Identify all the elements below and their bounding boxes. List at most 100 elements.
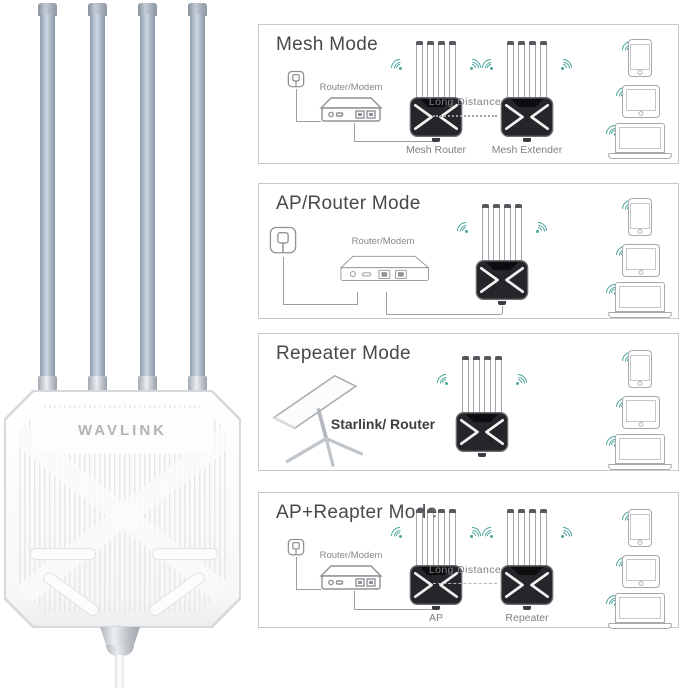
antenna-shaft bbox=[90, 14, 105, 378]
panel-ap-repeater-mode: AP+Reapter Mode Router/Modem bbox=[258, 492, 679, 631]
ap-device-icon bbox=[433, 356, 531, 457]
wire bbox=[386, 292, 387, 314]
groove-slot bbox=[30, 548, 96, 560]
wifi-waves-icon bbox=[459, 53, 487, 81]
power-cable bbox=[115, 655, 124, 688]
panel-mesh-mode: Mesh Mode Router/Modem bbox=[258, 24, 679, 164]
tablet-icon bbox=[622, 85, 660, 118]
phone-icon bbox=[628, 39, 652, 77]
device-b-label: Mesh Extender bbox=[491, 144, 563, 156]
antenna-shaft bbox=[40, 14, 55, 378]
link-label: Long Distance bbox=[428, 564, 502, 576]
ap-device-icon bbox=[387, 509, 485, 610]
groove-slot bbox=[152, 548, 218, 560]
wire bbox=[295, 589, 321, 590]
wifi-waves-icon bbox=[476, 521, 504, 549]
tablet-icon bbox=[622, 555, 660, 588]
router-modem-label: Router/Modem bbox=[319, 550, 383, 561]
ap-device-icon bbox=[478, 41, 576, 142]
laptop-icon bbox=[608, 434, 672, 470]
long-distance-link bbox=[433, 115, 497, 117]
phone-icon bbox=[628, 198, 652, 236]
wire bbox=[386, 314, 502, 315]
panel-title: Repeater Mode bbox=[276, 343, 411, 364]
wire bbox=[295, 557, 297, 589]
wifi-waves-icon bbox=[476, 53, 504, 81]
wifi-waves-icon bbox=[385, 53, 413, 81]
wire bbox=[354, 141, 436, 142]
ap-device-icon bbox=[387, 41, 485, 142]
wire bbox=[354, 123, 355, 141]
antenna-connector bbox=[188, 376, 207, 391]
antenna-cap bbox=[188, 3, 207, 16]
router-modem-label: Router/Modem bbox=[319, 82, 383, 93]
wall-plug-icon bbox=[287, 70, 305, 88]
starlink-dish-icon bbox=[272, 374, 364, 467]
wire bbox=[282, 304, 358, 305]
ap-device-icon bbox=[478, 509, 576, 610]
phone-icon bbox=[628, 350, 652, 388]
cable-gland-dome bbox=[106, 645, 134, 656]
logo-plate bbox=[34, 408, 213, 454]
wifi-waves-icon bbox=[451, 216, 479, 244]
antenna-cap bbox=[38, 3, 57, 16]
wire bbox=[502, 306, 503, 314]
phone-icon bbox=[628, 509, 652, 547]
client-devices bbox=[602, 348, 672, 472]
antenna-connector bbox=[38, 376, 57, 391]
router-modem-icon bbox=[319, 565, 383, 590]
cable-gland bbox=[100, 627, 140, 646]
panel-ap-router-mode: AP/Router Mode Router/Modem bbox=[258, 183, 679, 319]
antenna-4 bbox=[188, 0, 207, 392]
router-modem-label: Router/Modem bbox=[351, 236, 415, 247]
laptop-icon bbox=[608, 593, 672, 629]
wire bbox=[354, 609, 436, 610]
antenna-cap bbox=[88, 3, 107, 16]
wire bbox=[357, 292, 358, 304]
ap-device-icon bbox=[453, 204, 551, 305]
wall-plug-icon bbox=[287, 538, 305, 556]
client-devices bbox=[602, 507, 672, 631]
product-photo: WAVLINK bbox=[0, 0, 250, 691]
wire bbox=[282, 257, 284, 304]
wifi-waves-icon bbox=[431, 368, 459, 396]
wall-plug-icon bbox=[269, 226, 297, 254]
client-devices bbox=[602, 37, 672, 161]
panel-title: AP+Reapter Mode bbox=[276, 502, 438, 523]
device-a-label: AP bbox=[428, 612, 444, 624]
brand-logo: WAVLINK bbox=[77, 422, 168, 439]
device-enclosure: WAVLINK bbox=[4, 390, 241, 628]
antenna-3 bbox=[138, 0, 157, 392]
panel-repeater-mode: Repeater Mode Starlink/ Router bbox=[258, 333, 679, 471]
device-a-label: Mesh Router bbox=[405, 144, 467, 156]
antenna-1 bbox=[38, 0, 57, 392]
wifi-waves-icon bbox=[385, 521, 413, 549]
source-label: Starlink/ Router bbox=[330, 416, 436, 432]
wifi-waves-icon bbox=[550, 521, 578, 549]
tablet-icon bbox=[622, 396, 660, 429]
panel-title: AP/Router Mode bbox=[276, 193, 421, 214]
router-modem-icon bbox=[319, 97, 383, 122]
device-b-label: Repeater bbox=[505, 612, 549, 624]
antenna-shaft bbox=[140, 14, 155, 378]
antenna-connector bbox=[138, 376, 157, 391]
device-faceplate: WAVLINK bbox=[6, 392, 239, 626]
long-distance-link bbox=[433, 583, 497, 584]
antenna-connector bbox=[88, 376, 107, 391]
panel-title: Mesh Mode bbox=[276, 34, 378, 55]
laptop-icon bbox=[608, 282, 672, 318]
antenna-shaft bbox=[190, 14, 205, 378]
router-modem-icon bbox=[339, 255, 430, 281]
wire bbox=[295, 121, 321, 122]
wifi-waves-icon bbox=[505, 368, 533, 396]
link-label: Long Distance bbox=[428, 96, 502, 108]
wire bbox=[295, 89, 297, 121]
client-devices bbox=[602, 196, 672, 320]
wifi-waves-icon bbox=[459, 521, 487, 549]
wifi-waves-icon bbox=[525, 216, 553, 244]
antenna-cap bbox=[138, 3, 157, 16]
laptop-icon bbox=[608, 123, 672, 159]
tablet-icon bbox=[622, 244, 660, 277]
antenna-2 bbox=[88, 0, 107, 392]
